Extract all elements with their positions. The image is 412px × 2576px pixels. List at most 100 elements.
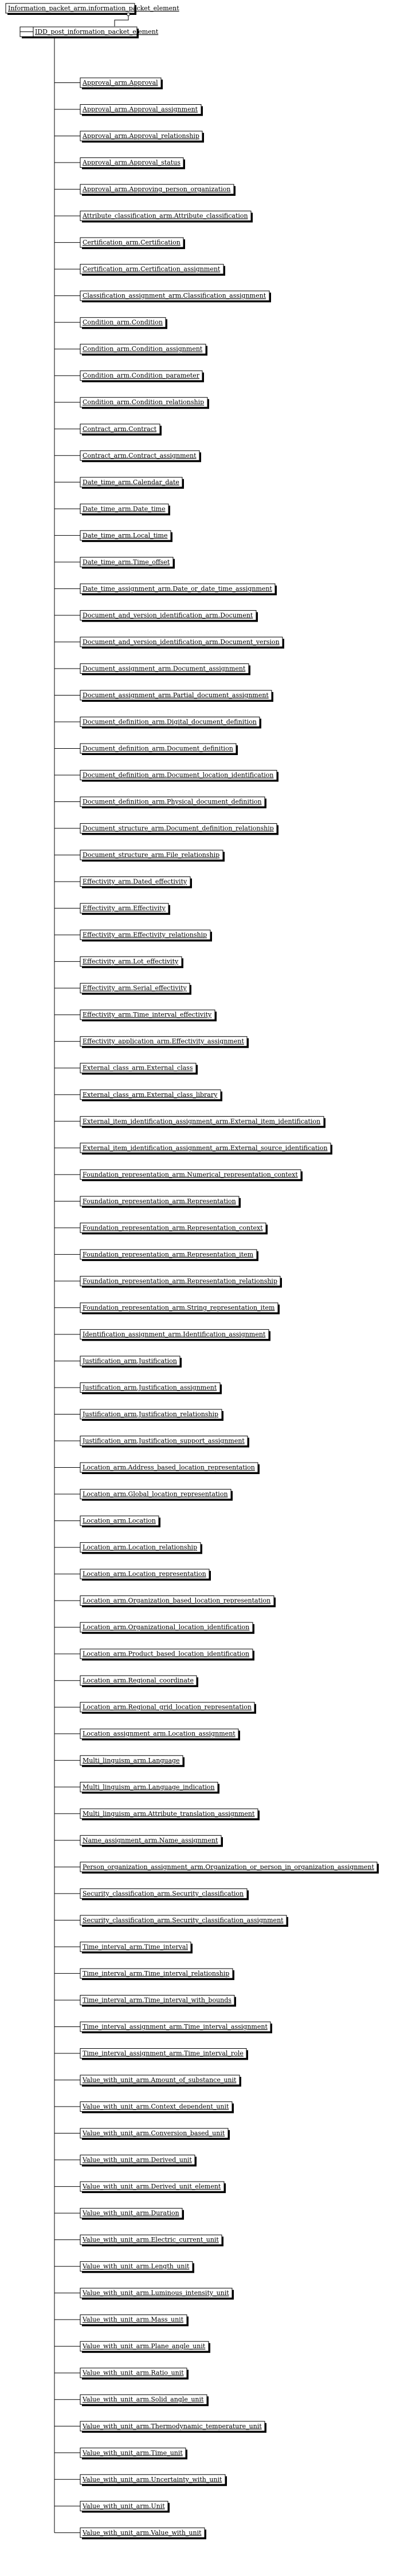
child-entity-box[interactable]: Justification_arm.Justification_relation… [54,1409,223,1421]
child-entity-box[interactable]: Location_arm.Address_based_location_repr… [54,1462,260,1475]
child-entity-box[interactable]: Person_organization_assignment_arm.Organ… [54,1862,379,1874]
child-entity-box[interactable]: Document_assignment_arm.Document_assignm… [54,663,250,675]
child-entity-box[interactable]: Location_arm.Product_based_location_iden… [54,1649,254,1661]
child-entity-box[interactable]: Approval_arm.Approval_status [54,157,185,169]
child-entity-box[interactable]: Location_arm.Organizational_location_ide… [54,1622,254,1634]
child-entity-box[interactable]: Value_with_unit_arm.Uncertainty_with_uni… [54,2474,227,2486]
child-entity-box[interactable]: Condition_arm.Condition_parameter [54,370,204,382]
child-entity-box[interactable]: Effectivity_arm.Serial_effectivity [54,983,191,995]
child-entity-box[interactable]: Value_with_unit_arm.Amount_of_substance_… [54,2075,241,2087]
child-entity-label: Security_classification_arm.Security_cla… [83,1917,284,1924]
child-entity-box[interactable]: Value_with_unit_arm.Plane_angle_unit [54,2341,210,2353]
child-entity-box[interactable]: Value_with_unit_arm.Solid_angle_unit [54,2394,209,2407]
child-entity-box[interactable]: Value_with_unit_arm.Value_with_unit [54,2527,206,2539]
child-entity-box[interactable]: Location_arm.Location_representation [54,1568,211,1581]
child-entity-box[interactable]: Condition_arm.Condition [54,317,167,329]
child-entity-box[interactable]: Condition_arm.Condition_assignment [54,343,207,356]
child-entity-box[interactable]: Document_and_version_identification_arm.… [54,637,284,649]
child-entity-box[interactable]: Location_arm.Organization_based_location… [54,1595,276,1607]
child-entity-box[interactable]: Approval_arm.Approval_relationship [54,131,204,143]
child-entity-box[interactable]: Effectivity_application_arm.Effectivity_… [54,1036,249,1048]
child-entity-box[interactable]: Time_interval_arm.Time_interval [54,1941,193,1954]
child-entity-box[interactable]: Foundation_representation_arm.Representa… [54,1222,268,1235]
child-entity-box[interactable]: Justification_arm.Justification [54,1356,182,1368]
child-entity-box[interactable]: Multi_linguism_arm.Language_indication [54,1781,219,1794]
child-entity-box[interactable]: Value_with_unit_arm.Derived_unit_element [54,2181,226,2194]
child-entity-box[interactable]: Approval_arm.Approval_assignment [54,104,203,116]
child-entity-box[interactable]: Document_and_version_identification_arm.… [54,610,258,622]
child-entity-label: Location_arm.Regional_grid_location_repr… [83,1704,252,1711]
child-entity-box[interactable]: Value_with_unit_arm.Electric_current_uni… [54,2234,223,2247]
child-entity-box[interactable]: External_item_identification_assignment_… [54,1116,325,1128]
child-entity-box[interactable]: Value_with_unit_arm.Context_dependent_un… [54,2101,234,2113]
child-entity-box[interactable]: Identification_assignment_arm.Identifica… [54,1329,270,1341]
parent-entity-box[interactable]: IDD_post_information_packet_element [19,26,159,38]
child-entity-box[interactable]: Document_definition_arm.Document_locatio… [54,770,278,782]
child-entity-box[interactable]: External_class_arm.External_class_librar… [54,1089,222,1101]
child-entity-box[interactable]: Effectivity_arm.Time_interval_effectivit… [54,1009,217,1022]
child-entity-box[interactable]: Location_assignment_arm.Location_assignm… [54,1728,240,1741]
child-entity-box[interactable]: Attribute_classification_arm.Attribute_c… [54,211,253,223]
child-entity-box[interactable]: Value_with_unit_arm.Derived_unit [54,2155,197,2167]
child-entity-box[interactable]: Contract_arm.Contract [54,424,162,436]
child-entity-box[interactable]: Document_structure_arm.File_relationship [54,850,225,862]
child-entity-box[interactable]: Location_arm.Regional_grid_location_repr… [54,1702,256,1714]
child-entity-box[interactable]: Date_time_arm.Local_time [54,530,172,542]
child-entity-box[interactable]: Foundation_representation_arm.Representa… [54,1196,241,1208]
child-entity-box[interactable]: Document_definition_arm.Document_definit… [54,743,238,755]
child-entity-box[interactable]: Classification_assignment_arm.Classifica… [54,290,271,303]
child-entity-box[interactable]: Foundation_representation_arm.Numerical_… [54,1169,303,1182]
child-entity-box[interactable]: Date_time_arm.Date_time [54,503,170,516]
child-entity-box[interactable]: Effectivity_arm.Effectivity [54,903,170,915]
child-entity-box[interactable]: Foundation_representation_arm.Representa… [54,1249,258,1261]
child-entity-box[interactable]: Value_with_unit_arm.Ratio_unit [54,2368,189,2380]
child-entity-box[interactable]: Justification_arm.Justification_assignme… [54,1382,222,1394]
child-entity-box[interactable]: Security_classification_arm.Security_cla… [54,1915,288,1927]
child-entity-box[interactable]: Location_arm.Location [54,1515,160,1528]
root-entity-box[interactable]: Information_packet_arm.information_packe… [5,3,179,15]
child-entity-box[interactable]: Foundation_representation_arm.String_rep… [54,1302,280,1314]
child-entity-box[interactable]: Value_with_unit_arm.Conversion_based_uni… [54,2128,230,2140]
child-entity-label: Foundation_representation_arm.String_rep… [83,1304,275,1311]
child-entity-box[interactable]: Document_structure_arm.Document_definiti… [54,823,278,835]
child-entity-box[interactable]: Time_interval_assignment_arm.Time_interv… [54,2021,272,2033]
child-entity-box[interactable]: Justification_arm.Justification_support_… [54,1436,249,1448]
child-entity-box[interactable]: Time_interval_arm.Time_interval_with_bou… [54,1994,236,2007]
child-entity-box[interactable]: Foundation_representation_arm.Representa… [54,1275,282,1288]
child-entity-box[interactable]: Effectivity_arm.Lot_effectivity [54,956,183,969]
child-entity-box[interactable]: Value_with_unit_arm.Length_unit [54,2261,194,2273]
child-entity-box[interactable]: Date_time_arm.Time_offset [54,556,175,569]
child-entity-box[interactable]: Time_interval_assignment_arm.Time_interv… [54,2048,248,2060]
child-entity-label: External_item_identification_assignment_… [83,1144,328,1152]
child-entity-box[interactable]: Location_arm.Global_location_representat… [54,1489,233,1501]
child-entity-box[interactable]: Security_classification_arm.Security_cla… [54,1888,249,1901]
child-entity-box[interactable]: Value_with_unit_arm.Duration [54,2208,184,2220]
child-entity-box[interactable]: Document_definition_arm.Digital_document… [54,716,261,729]
child-entity-box[interactable]: Location_arm.Regional_coordinate [54,1675,198,1688]
child-entity-box[interactable]: Value_with_unit_arm.Mass_unit [54,2314,189,2326]
child-entity-box[interactable]: Time_interval_arm.Time_interval_relation… [54,1968,234,1980]
child-entity-box[interactable]: Document_assignment_arm.Partial_document… [54,690,273,702]
child-entity-box[interactable]: Value_with_unit_arm.Thermodynamic_temper… [54,2421,266,2433]
child-entity-box[interactable]: Certification_arm.Certification [54,237,185,250]
child-entity-box[interactable]: Document_definition_arm.Physical_documen… [54,796,266,809]
child-entity-box[interactable]: Location_arm.Location_relationship [54,1542,202,1554]
child-entity-box[interactable]: Value_with_unit_arm.Unit [54,2500,170,2513]
child-entity-box[interactable]: Value_with_unit_arm.Time_unit [54,2447,187,2460]
child-entity-box[interactable]: Multi_linguism_arm.Language [54,1755,185,1767]
child-entity-box[interactable]: Effectivity_arm.Dated_effectivity [54,876,192,888]
child-entity-box[interactable]: Approval_arm.Approval [54,77,163,89]
child-entity-box[interactable]: Name_assignment_arm.Name_assignment [54,1835,223,1847]
child-entity-label: Value_with_unit_arm.Duration [82,2210,179,2217]
child-entity-box[interactable]: External_item_identification_assignment_… [54,1143,332,1155]
child-entity-box[interactable]: Date_time_assignment_arm.Date_or_date_ti… [54,583,277,595]
child-entity-box[interactable]: Value_with_unit_arm.Luminous_intensity_u… [54,2287,234,2300]
child-entity-box[interactable]: Contract_arm.Contract_assignment [54,450,201,463]
child-entity-box[interactable]: Date_time_arm.Calendar_date [54,477,184,489]
child-entity-box[interactable]: Certification_arm.Certification_assignme… [54,264,225,276]
child-entity-box[interactable]: Effectivity_arm.Effectivity_relationship [54,930,212,942]
child-entity-box[interactable]: Multi_linguism_arm.Attribute_translation… [54,1808,260,1820]
child-entity-box[interactable]: Approval_arm.Approving_person_organizati… [54,184,236,196]
child-entity-box[interactable]: External_class_arm.External_class [54,1062,198,1075]
child-entity-box[interactable]: Condition_arm.Condition_relationship [54,397,209,409]
